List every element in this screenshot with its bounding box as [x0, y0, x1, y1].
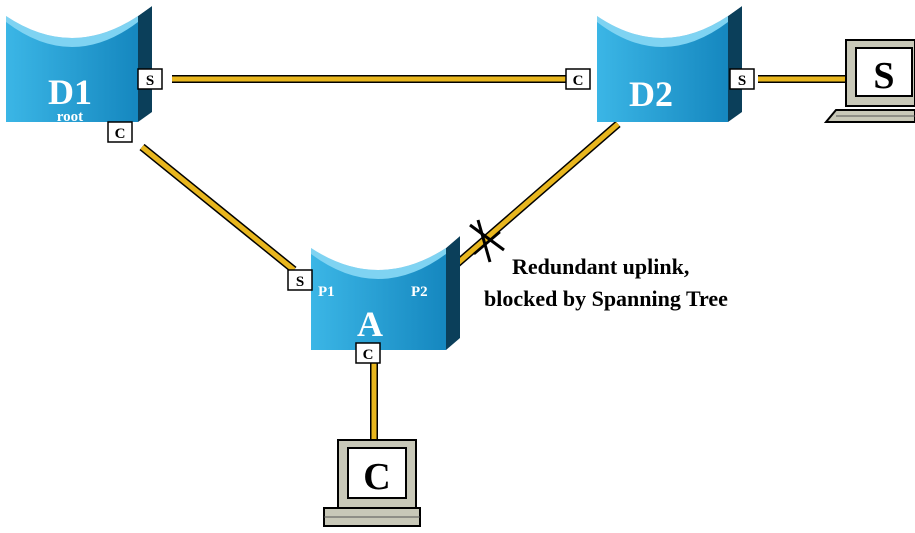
- port-a-south[interactable]: C: [355, 342, 381, 364]
- switch-d2[interactable]: D2: [597, 1, 742, 122]
- server-host-label: S: [873, 55, 894, 97]
- port-d1-south-label: C: [115, 126, 126, 142]
- switch-icon: [6, 1, 152, 122]
- switch-d1-label: D1: [48, 72, 92, 112]
- switch-d1-root-label: root: [57, 109, 83, 125]
- port-d2-east[interactable]: S: [729, 68, 755, 90]
- port-a-west[interactable]: S: [287, 269, 313, 291]
- server-host[interactable]: S: [823, 39, 915, 123]
- switch-a-label: A: [357, 304, 383, 344]
- client-host[interactable]: C: [323, 439, 421, 527]
- links: [139, 75, 846, 440]
- client-host-label: C: [363, 456, 390, 498]
- computer-icon: [323, 439, 421, 527]
- port-d2-west-label: C: [573, 73, 584, 89]
- ports: S C C S S C: [107, 68, 755, 364]
- port-d2-west[interactable]: C: [565, 68, 591, 90]
- port-d2-east-label: S: [738, 73, 746, 89]
- x-mark-icon: [469, 219, 505, 263]
- switch-a[interactable]: A P1 P2: [311, 232, 460, 350]
- switch-a-port2-label: P2: [411, 284, 428, 300]
- port-a-west-label: S: [296, 274, 304, 290]
- switch-icon: [597, 1, 742, 122]
- port-d1-east[interactable]: S: [137, 68, 163, 90]
- annotation-line-2: blocked by Spanning Tree: [484, 286, 728, 311]
- port-d1-south[interactable]: C: [107, 121, 133, 143]
- annotation-line-1: Redundant uplink,: [512, 254, 689, 279]
- switch-a-port1-label: P1: [318, 284, 335, 300]
- port-d1-east-label: S: [146, 73, 154, 89]
- switch-d2-label: D2: [629, 74, 673, 114]
- switch-d1[interactable]: D1 root: [6, 1, 152, 125]
- computer-icon: [823, 39, 915, 123]
- switch-icon: [311, 232, 460, 350]
- port-a-south-label: C: [363, 347, 374, 363]
